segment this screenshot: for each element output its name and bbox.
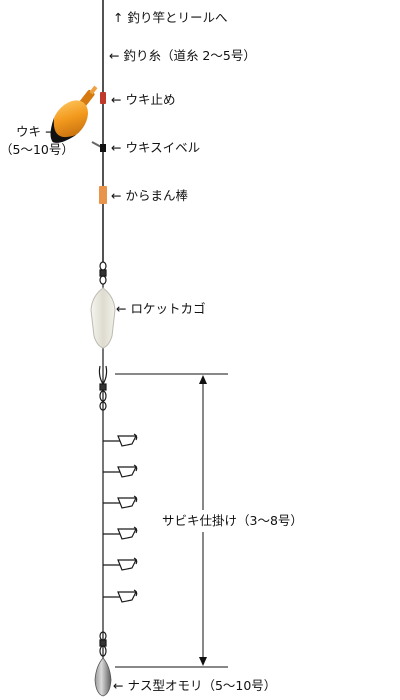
float-icon <box>50 85 104 149</box>
float-swivel-label: ← ウキスイベル <box>111 140 201 155</box>
hook-icon <box>103 557 138 571</box>
sinker-swivel-icon <box>99 631 107 657</box>
main-line-label: ← 釣り糸（道糸 2～5号） <box>109 48 256 63</box>
karaman-bou-label: ← からまん棒 <box>111 188 188 203</box>
hook-icon <box>103 526 138 540</box>
rocket-basket-label: ← ロケットカゴ <box>116 301 206 316</box>
karaman-bou <box>99 186 107 204</box>
sabiki-range-bracket <box>115 373 228 668</box>
rod-reel-label: ↑ 釣り竿とリールへ <box>113 10 228 25</box>
float-stopper <box>100 92 106 104</box>
sinker-icon <box>94 657 112 697</box>
swivel-icon <box>99 261 107 285</box>
hook-icon <box>103 495 138 509</box>
float-size-label: （5～10号） <box>0 142 74 157</box>
float-swivel <box>100 144 106 152</box>
hook-icon <box>103 433 138 447</box>
snap-swivel-icon <box>98 365 108 411</box>
hook-icon <box>103 464 138 478</box>
float-stopper-label: ← ウキ止め <box>111 92 176 107</box>
rocket-basket-icon <box>90 287 116 349</box>
hook-icon <box>103 589 138 603</box>
sabiki-rig-label: サビキ仕掛け（3～8号） <box>162 513 303 528</box>
sinker-label: ← ナス型オモリ（5～10号） <box>113 678 277 693</box>
float-label: ウキ → <box>16 124 56 139</box>
